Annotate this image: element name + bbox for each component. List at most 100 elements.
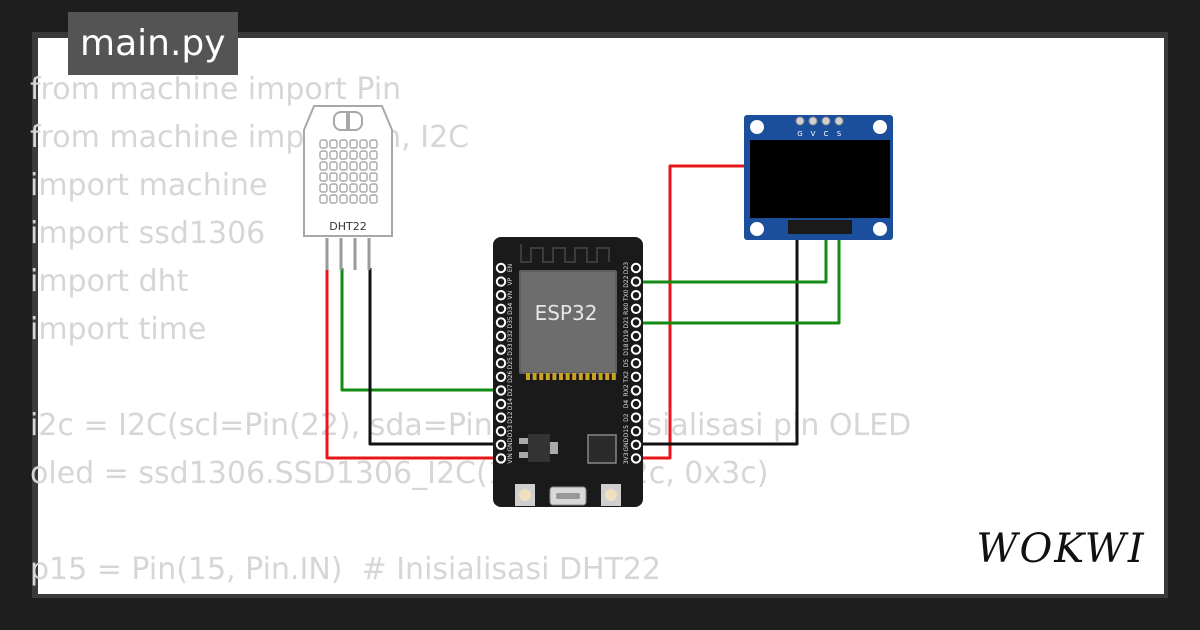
vent-hole	[349, 194, 358, 204]
esp32-pin-d22[interactable]	[630, 276, 642, 287]
dht22-vent-grid	[319, 139, 378, 204]
esp32-pin-d27[interactable]	[495, 385, 507, 396]
esp32-pin-label: D25	[507, 357, 514, 369]
esp32-label: ESP32	[535, 301, 598, 325]
vent-hole	[369, 150, 378, 160]
esp32-pin-d5[interactable]	[630, 358, 642, 369]
vent-hole	[359, 183, 368, 193]
en-button[interactable]	[601, 484, 621, 506]
esp32-pin-rx0[interactable]	[630, 303, 642, 314]
oled-pin-g[interactable]	[795, 116, 805, 126]
esp32-pin-label: VP	[507, 277, 514, 285]
oled-pin-v[interactable]	[808, 116, 818, 126]
esp32-pin-label: D2	[623, 413, 630, 422]
vent-hole	[349, 139, 358, 149]
esp32-pin-label: D26	[507, 370, 514, 382]
esp32-pin-d35[interactable]	[495, 317, 507, 328]
esp32-pin-label: D23	[623, 262, 630, 274]
castellation	[585, 373, 590, 380]
esp32-pin-d15[interactable]	[630, 426, 642, 437]
esp32-pin-d12[interactable]	[495, 412, 507, 423]
esp32-pin-d25[interactable]	[495, 358, 507, 369]
vent-hole	[369, 172, 378, 182]
esp32-pin-tx2[interactable]	[630, 371, 642, 382]
castellation	[605, 373, 610, 380]
esp32-left-labels: ENVPVND34D35D32D33D25D26D27D14D12D13GNDV…	[507, 264, 514, 464]
vent-hole	[349, 183, 358, 193]
esp32-pin-label: D33	[507, 343, 514, 355]
esp32-pin-d23[interactable]	[630, 262, 642, 274]
esp32-pin-vin[interactable]	[495, 453, 507, 464]
esp32-pin-label: D34	[507, 302, 514, 314]
oled-pin-label: S	[837, 130, 842, 138]
vent-hole	[349, 172, 358, 182]
esp32-pin-d4[interactable]	[630, 398, 642, 410]
esp32-pin-en[interactable]	[495, 262, 507, 274]
esp32-pin-d33[interactable]	[495, 344, 507, 355]
vent-hole	[369, 183, 378, 193]
esp32-pin-d26[interactable]	[495, 371, 507, 382]
esp32-pin-label: GND	[623, 438, 630, 452]
oled-pin-c[interactable]	[821, 116, 831, 126]
esp32-pin-label: D27	[507, 384, 514, 396]
esp32-pin-d19[interactable]	[630, 330, 642, 342]
esp32-pin-tx0[interactable]	[630, 290, 642, 301]
esp32-pin-label: VN	[507, 291, 514, 300]
esp32-pin-gnd[interactable]	[495, 439, 507, 450]
dht22-sensor[interactable]: DHT22	[303, 105, 393, 270]
vent-hole	[359, 172, 368, 182]
esp32-pin-label: 3V3	[623, 452, 630, 464]
oled-pin-label: G	[797, 130, 802, 138]
esp32-pin-vn[interactable]	[495, 290, 507, 301]
castellation	[565, 373, 570, 380]
castellation	[539, 373, 544, 380]
vent-hole	[339, 183, 348, 193]
code-line: import dht	[30, 264, 189, 299]
castellation	[572, 373, 577, 380]
esp32-pin-d32[interactable]	[495, 330, 507, 342]
vent-hole	[349, 150, 358, 160]
esp32-right-header[interactable]	[630, 262, 642, 464]
esp32-pin-d13[interactable]	[495, 426, 507, 437]
wire-dht-gnd[interactable]	[368, 268, 500, 446]
esp32-pin-d18[interactable]	[630, 344, 642, 355]
esp32-left-header[interactable]	[495, 262, 507, 464]
vent-hole	[329, 150, 338, 160]
wokwi-logo: WOKWI	[976, 526, 1143, 572]
esp32-pin-label: VIN	[507, 453, 514, 463]
esp32-pin-rx2[interactable]	[630, 385, 642, 396]
esp32-pin-label: D35	[507, 316, 514, 328]
esp32-board[interactable]: ESP32 ENVPVND34D35D32D33D25D26D27D14D12D…	[493, 237, 643, 507]
wire-dht-data[interactable]	[340, 268, 500, 392]
oled-pin-s[interactable]	[834, 116, 844, 126]
esp32-pin-3v3[interactable]	[630, 453, 642, 464]
boot-button[interactable]	[515, 484, 535, 506]
oled-header-pins[interactable]	[795, 116, 844, 126]
vent-hole	[319, 194, 328, 204]
esp32-pin-d21[interactable]	[630, 317, 642, 328]
esp32-pin-label: D14	[507, 398, 514, 410]
vent-hole	[319, 139, 328, 149]
vent-hole	[369, 161, 378, 171]
esp32-pin-d2[interactable]	[630, 412, 642, 423]
esp32-pin-gnd[interactable]	[630, 439, 642, 450]
esp32-pin-label: D18	[623, 343, 630, 355]
esp32-pin-label: GND	[507, 438, 514, 452]
vent-hole	[319, 172, 328, 182]
esp32-pin-d34[interactable]	[495, 303, 507, 314]
vent-hole	[359, 150, 368, 160]
castellation	[526, 373, 530, 380]
vent-hole	[359, 194, 368, 204]
esp32-pin-d14[interactable]	[495, 398, 507, 410]
file-tab[interactable]: main.py	[68, 12, 238, 75]
esp32-right-labels: D23D22TX0RX0D21D19D18D5TX2RX2D4D2D15GND3…	[623, 262, 630, 465]
vent-hole	[339, 194, 348, 204]
esp32-pin-vp[interactable]	[495, 276, 507, 287]
esp32-pin-label: D5	[623, 359, 630, 368]
wire-dht-vcc[interactable]	[325, 268, 500, 460]
castellation	[598, 373, 603, 380]
vent-hole	[369, 139, 378, 149]
